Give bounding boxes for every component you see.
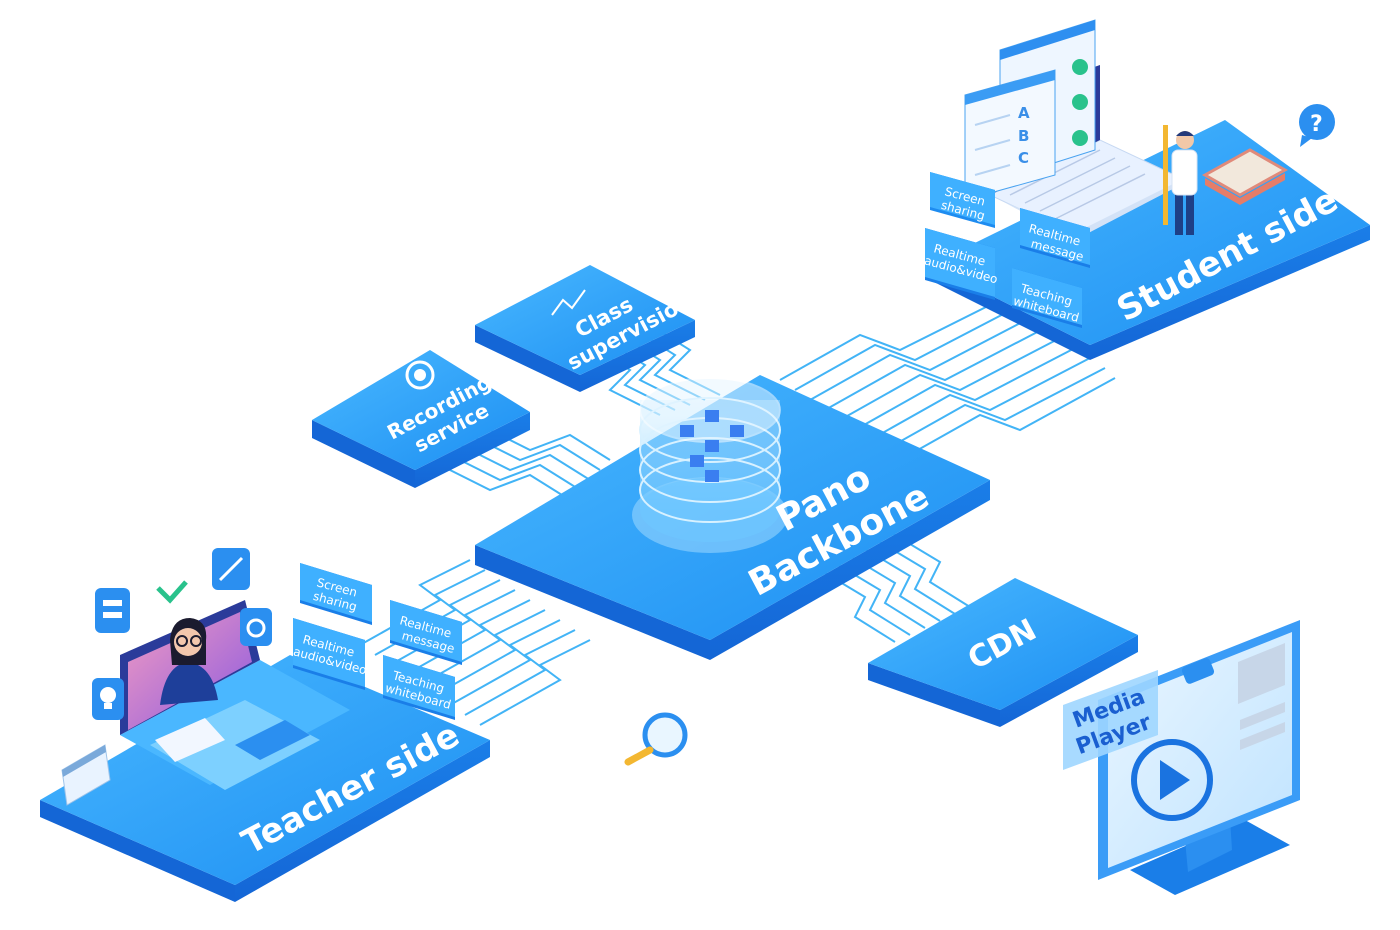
teacher-tag-realtime-message: Realtime message xyxy=(390,600,462,665)
backbone-cylinder-icon xyxy=(632,377,788,553)
checkmark-icon xyxy=(156,580,188,604)
teacher-person-illustration xyxy=(160,618,218,705)
edit-icon xyxy=(212,548,250,590)
magnifier-icon xyxy=(624,712,688,766)
svg-text:?: ? xyxy=(1310,112,1323,137)
student-tag-screen-sharing: Screen sharing xyxy=(930,172,995,228)
class-supervision-node: Class supervision xyxy=(475,265,696,392)
student-person-illustration xyxy=(1163,125,1198,235)
check-icon xyxy=(1072,94,1088,110)
check-icon xyxy=(1072,59,1088,75)
quiz-letter-a: A xyxy=(1018,104,1030,122)
student-tag-realtime-audio-video: Realtime audio&video xyxy=(923,228,999,300)
teacher-tag-teaching-whiteboard: Teaching whiteboard xyxy=(383,655,455,720)
student-tag-teaching-whiteboard: Teaching whiteboard xyxy=(1012,268,1082,328)
book-icon xyxy=(1201,148,1289,205)
cdn-node: CDN xyxy=(868,578,1138,727)
check-icon xyxy=(1072,130,1088,146)
play-icon xyxy=(1131,739,1213,821)
headset-icon xyxy=(240,608,272,646)
trend-chart-icon xyxy=(551,289,586,316)
recording-service-node: Recording service xyxy=(312,350,530,488)
teacher-tag-realtime-audio-video: Realtime audio&video xyxy=(292,618,368,690)
media-player-monitor xyxy=(1098,620,1300,895)
quiz-letter-b: B xyxy=(1018,127,1029,145)
teacher-side-platform xyxy=(40,655,490,902)
quiz-window-front: A B C xyxy=(964,69,1056,201)
quiz-letter-c: C xyxy=(1018,149,1029,167)
help-bubble-icon: ? xyxy=(1299,104,1335,147)
calendar-icon xyxy=(61,744,111,806)
lightbulb-icon xyxy=(92,678,124,720)
record-icon xyxy=(405,360,435,390)
list-icon xyxy=(95,588,130,633)
teacher-tag-screen-sharing: Screen sharing xyxy=(300,563,372,625)
floating-teacher-icons xyxy=(61,548,272,806)
